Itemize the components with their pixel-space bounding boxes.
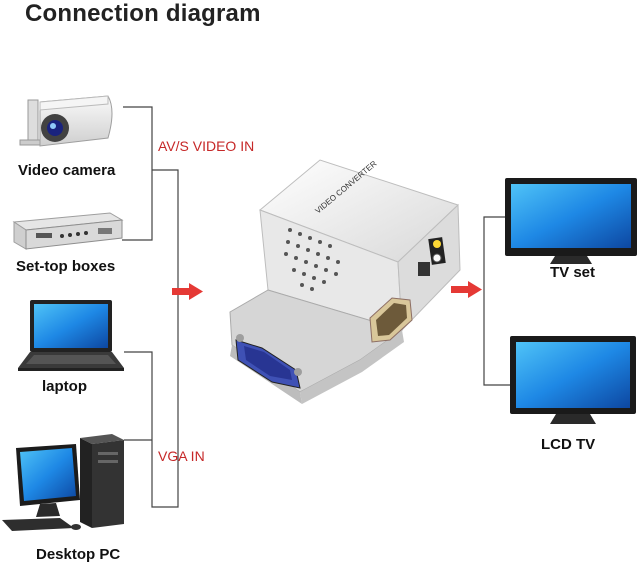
desktop-pc-icon — [2, 434, 124, 531]
vga-in-port — [235, 334, 302, 389]
source-label-video-camera: Video camera — [18, 162, 116, 179]
source-label-set-top-boxes: Set-top boxes — [16, 258, 116, 275]
arrow-to-converter — [172, 283, 203, 300]
source-label-laptop: laptop — [42, 378, 87, 395]
diagram-title: Connection diagram — [25, 0, 261, 27]
input-label-vga: VGA IN — [158, 448, 205, 464]
output-connection-lines — [483, 216, 512, 386]
input-label-av-video: AV/S VIDEO IN — [158, 138, 255, 154]
laptop-icon — [18, 300, 124, 371]
tv-icon — [505, 178, 637, 264]
set-top-box-icon — [12, 212, 124, 250]
output-label-lcd-tv: LCD TV — [541, 436, 596, 453]
arrow-to-outputs — [451, 281, 482, 298]
output-label-tv-set: TV set — [550, 264, 596, 281]
source-connection-lines — [122, 106, 179, 508]
cctv-camera-icon — [19, 95, 113, 147]
video-converter-box — [229, 159, 461, 404]
source-label-desktop-pc: Desktop PC — [36, 546, 121, 563]
lcd-tv-icon — [510, 336, 636, 424]
vga-out-port — [369, 297, 413, 343]
